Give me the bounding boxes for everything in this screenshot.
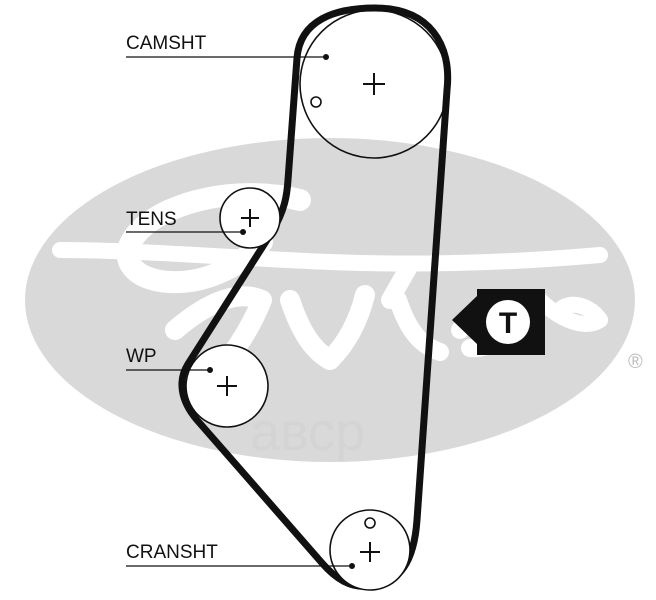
crankshaft-label: CRANSHT [126,542,218,563]
tensioner-pulley [219,187,281,249]
tensioner-marker-circle [486,300,530,344]
water-pump-center-cross-icon [217,376,237,396]
tensioner-marker-badge: T [452,289,545,355]
crankshaft-timing-mark-icon [364,517,376,529]
leader-lines [126,56,352,567]
logo-oval [25,138,635,462]
leader-dots [207,54,355,569]
water-pump-label: WP [126,346,157,367]
watermark-text: авср [250,402,365,462]
water-pump-pulley [185,344,269,428]
camshaft-timing-mark-icon [310,96,322,108]
registered-mark: ® [628,351,643,373]
crankshaft-leader-dot [349,563,355,569]
tensioner-leader-dot [240,229,246,235]
camshaft-center-cross-icon [363,73,385,95]
camshaft-pulley-circle [299,9,449,159]
water-pump-leader-dot [207,367,213,373]
crankshaft-center-cross-icon [360,542,380,562]
tensioner-marker-letter: T [499,307,517,340]
camshaft-pulley [299,9,449,159]
tensioner-center-cross-icon [241,209,259,227]
tensioner-label: TENS [126,209,177,230]
gates-logo-background: ® авср [25,138,643,462]
camshaft-label: CAMSHT [126,33,207,54]
crankshaft-pulley [329,509,411,591]
camshaft-leader-dot [323,54,329,60]
